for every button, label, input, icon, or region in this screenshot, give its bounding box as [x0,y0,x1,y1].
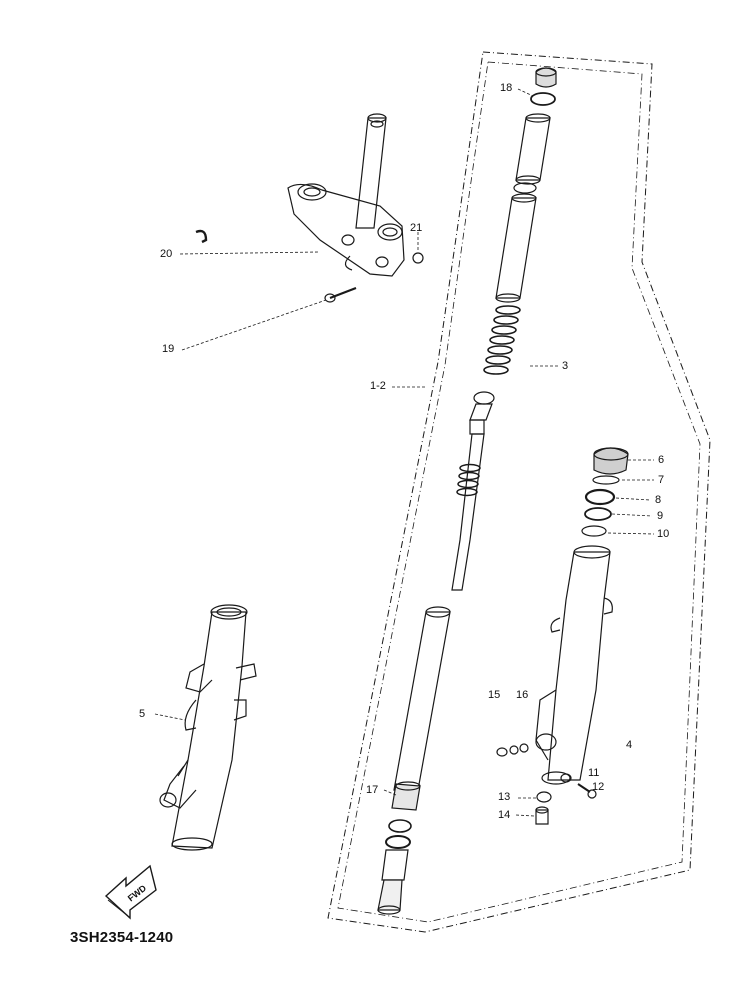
callout-6: 6 [658,454,665,466]
callout-13: 13 [498,791,511,803]
assembly-boundary-outer [327,51,711,933]
o-ring [530,92,556,106]
damper-rod [451,391,495,591]
callout-8: 8 [655,494,662,506]
callout-21: 21 [410,222,423,234]
oil-lock-piece [377,819,412,915]
outer-fork-tube [535,545,613,785]
callout-16: 16 [516,689,529,701]
callout-15: 15 [488,689,501,701]
callout-18: 18 [500,82,513,94]
cap-bolt [535,67,557,88]
guide-bushing [581,525,607,537]
assembly-boundary-inner [337,61,701,923]
part-code: 3SH2354-1240 [70,929,174,946]
callout-1-2: 1-2 [370,380,386,392]
callout-9: 9 [657,510,664,522]
complete-fork-leg [159,604,257,851]
pinch-bolts [496,743,597,799]
callout-5: 5 [139,708,146,720]
washer [513,182,537,194]
lower-bracket [287,183,405,277]
callout-4: 4 [626,739,633,751]
fork-spring-tube [495,193,537,303]
fork-spring [483,305,521,375]
bracket-pinch-bolt [324,286,357,303]
slide-bushing [391,781,421,811]
drain-bolt [535,806,549,825]
callout-14: 14 [498,809,511,821]
dust-seal [593,447,629,475]
callout-12: 12 [592,781,605,793]
oil-seal [584,488,616,506]
forward-arrow [104,864,157,920]
callout-20: 20 [160,248,173,260]
washer-seal [584,507,612,521]
callout-17: 17 [366,784,379,796]
steering-stem [355,113,387,229]
callout-11: 11 [588,767,600,779]
forward-arrow-text: FWD [126,883,149,904]
callout-3: 3 [562,360,569,372]
retaining-clip [592,475,620,485]
inner-fork-tube [393,606,451,791]
callout-7: 7 [658,474,665,486]
spacer-tube [515,113,551,185]
stem-clip [195,229,208,244]
leader-lines [154,88,655,817]
callout-19: 19 [162,343,175,355]
bracket-nut [412,252,424,264]
callout-10: 10 [657,528,670,540]
drain-washer [536,791,552,803]
rebound-spring [456,463,481,497]
